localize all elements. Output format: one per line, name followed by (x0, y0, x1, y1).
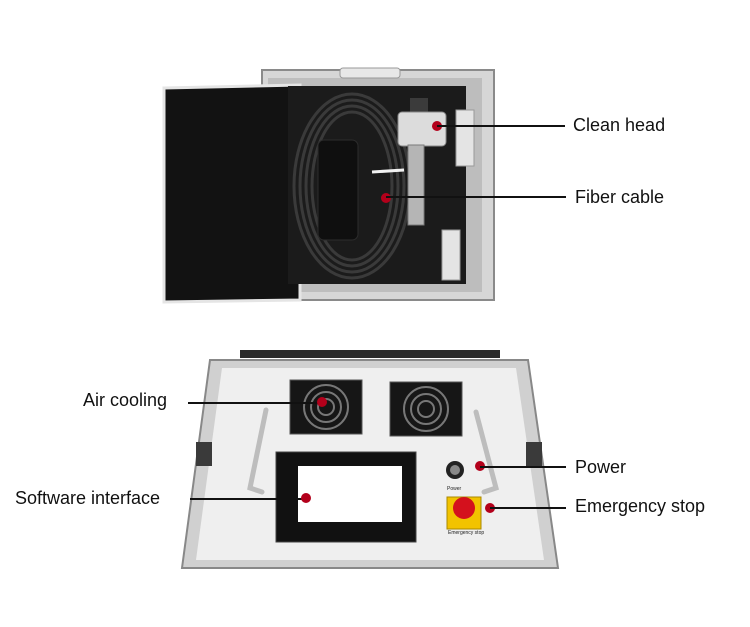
clean-head (397, 98, 447, 226)
clean-head-label: Clean head (573, 115, 666, 135)
emergency-stop-button (446, 496, 482, 530)
power-switch (446, 461, 464, 479)
power-label: Power (575, 457, 627, 477)
power-tag: Power (447, 486, 462, 492)
air-cooling-leader (188, 402, 322, 404)
software-interface-leader (190, 498, 306, 500)
software-interface-label: Software interface (15, 488, 161, 508)
air-cooling-marker (317, 397, 327, 407)
fan-right (389, 381, 463, 437)
air-cooling-label: Air cooling (83, 390, 168, 410)
software-interface-marker (301, 493, 311, 503)
fiber-cable-label: Fiber cable (575, 187, 665, 207)
power-leader (480, 466, 566, 468)
fiber-cable-marker (381, 193, 391, 203)
estop-tag: Emergency stop (448, 530, 485, 536)
fiber-cable-coil (292, 92, 412, 280)
lower-case (180, 350, 560, 569)
clean-head-leader (437, 125, 565, 127)
emergency-stop-label: Emergency stop (575, 496, 706, 516)
touch-screen (275, 451, 417, 543)
emergency-stop-leader (490, 507, 566, 509)
fiber-cable-leader (386, 196, 566, 198)
fan-left (289, 379, 363, 435)
upper-case (162, 67, 495, 304)
